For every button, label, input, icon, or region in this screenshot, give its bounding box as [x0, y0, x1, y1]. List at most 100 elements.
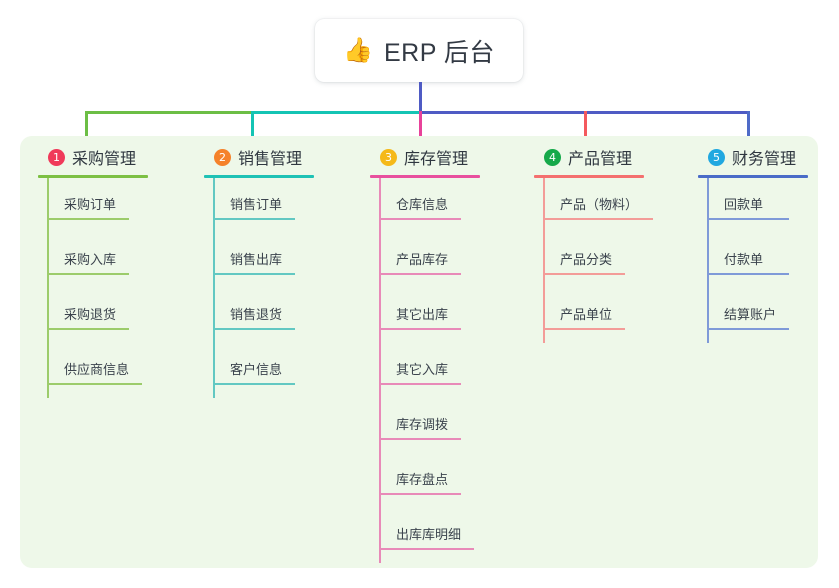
- branch-header-rule-5: [698, 175, 808, 178]
- leaf-rule: [707, 273, 789, 275]
- list-item[interactable]: 采购退货: [38, 288, 188, 343]
- branch-header-rule-2: [204, 175, 314, 178]
- list-item[interactable]: 产品分类: [534, 233, 694, 288]
- branch-trunk-5: [707, 178, 709, 343]
- leaf-label: 产品单位: [560, 307, 613, 322]
- root-stem-line: [419, 82, 422, 114]
- leaf-label: 其它入库: [396, 362, 449, 377]
- branch-trunk-3: [379, 178, 381, 563]
- list-item[interactable]: 采购入库: [38, 233, 188, 288]
- branch-items-3: 仓库信息 产品库存 其它出库 其它入库 库存调拨 库存盘点: [370, 178, 520, 563]
- branch-column-5: 5 财务管理 回款单 付款单 结算账户: [698, 145, 839, 343]
- list-item[interactable]: 回款单: [698, 178, 839, 233]
- leaf-label: 采购订单: [64, 197, 117, 212]
- leaf-label: 出库库明细: [396, 527, 462, 542]
- list-item[interactable]: 销售出库: [204, 233, 354, 288]
- list-item[interactable]: 库存盘点: [370, 453, 520, 508]
- leaf-rule: [213, 218, 295, 220]
- leaf-rule: [707, 218, 789, 220]
- leaf-rule: [213, 383, 295, 385]
- branch-header-2[interactable]: 2 销售管理: [204, 145, 354, 169]
- leaf-label: 仓库信息: [396, 197, 449, 212]
- leaf-rule: [47, 273, 129, 275]
- list-item[interactable]: 仓库信息: [370, 178, 520, 233]
- root-node[interactable]: 👍 ERP 后台: [315, 19, 523, 82]
- branch-trunk-2: [213, 178, 215, 398]
- root-node-content: 👍 ERP 后台: [343, 33, 495, 69]
- thumbs-up-icon: 👍: [343, 36, 373, 64]
- branch-header-4[interactable]: 4 产品管理: [534, 145, 694, 169]
- leaf-label: 客户信息: [230, 362, 283, 377]
- list-item[interactable]: 结算账户: [698, 288, 839, 343]
- branch-header-rule-4: [534, 175, 644, 178]
- leaf-rule: [379, 493, 461, 495]
- branch-badge-2: 2: [214, 148, 231, 166]
- leaf-rule: [379, 438, 461, 440]
- branch-trunk-4: [543, 178, 545, 343]
- branch-header-rule-1: [38, 175, 148, 178]
- list-item[interactable]: 其它入库: [370, 343, 520, 398]
- leaf-rule: [543, 328, 625, 330]
- list-item[interactable]: 付款单: [698, 233, 839, 288]
- list-item[interactable]: 库存调拨: [370, 398, 520, 453]
- leaf-label: 付款单: [724, 252, 764, 267]
- leaf-rule: [213, 273, 295, 275]
- branch-column-3: 3 库存管理 仓库信息 产品库存 其它出库 其它入库 库存调拨: [370, 145, 520, 563]
- root-title: ERP 后台: [383, 38, 495, 67]
- drop-line-col5: [747, 111, 750, 141]
- leaf-rule: [47, 328, 129, 330]
- branch-bus-teal: [251, 111, 421, 114]
- leaf-rule: [47, 218, 129, 220]
- leaf-label: 销售退货: [230, 307, 283, 322]
- branch-header-1[interactable]: 1 采购管理: [38, 145, 188, 169]
- leaf-rule: [543, 273, 625, 275]
- drop-line-col4: [584, 111, 587, 141]
- leaf-label: 产品库存: [396, 252, 449, 267]
- list-item[interactable]: 供应商信息: [38, 343, 188, 398]
- branch-badge-4: 4: [544, 148, 561, 166]
- branch-bus-green: [85, 111, 253, 114]
- leaf-label: 销售出库: [230, 252, 283, 267]
- leaf-rule: [379, 218, 461, 220]
- list-item[interactable]: 采购订单: [38, 178, 188, 233]
- branch-badge-1: 1: [48, 148, 65, 166]
- branch-items-4: 产品（物料） 产品分类 产品单位: [534, 178, 694, 343]
- list-item[interactable]: 销售退货: [204, 288, 354, 343]
- list-item[interactable]: 产品库存: [370, 233, 520, 288]
- branch-title-5: 财务管理: [732, 151, 797, 168]
- leaf-label: 采购入库: [64, 252, 117, 267]
- leaf-label: 库存调拨: [396, 417, 449, 432]
- leaf-label: 库存盘点: [396, 472, 449, 487]
- branch-items-5: 回款单 付款单 结算账户: [698, 178, 839, 343]
- branch-badge-3: 3: [380, 148, 397, 166]
- branch-title-1: 采购管理: [72, 151, 137, 168]
- branch-column-4: 4 产品管理 产品（物料） 产品分类 产品单位: [534, 145, 694, 343]
- content-panel: [20, 136, 818, 568]
- list-item[interactable]: 产品单位: [534, 288, 694, 343]
- leaf-rule: [213, 328, 295, 330]
- drop-line-col2: [251, 111, 254, 141]
- list-item[interactable]: 其它出库: [370, 288, 520, 343]
- branch-column-1: 1 采购管理 采购订单 采购入库 采购退货 供应商信息: [38, 145, 188, 398]
- leaf-rule: [47, 383, 142, 385]
- leaf-label: 产品分类: [560, 252, 613, 267]
- branch-badge-5: 5: [708, 148, 725, 166]
- list-item[interactable]: 客户信息: [204, 343, 354, 398]
- branch-title-4: 产品管理: [568, 151, 633, 168]
- leaf-rule: [379, 548, 474, 550]
- branch-header-3[interactable]: 3 库存管理: [370, 145, 520, 169]
- list-item[interactable]: 出库库明细: [370, 508, 520, 563]
- list-item[interactable]: 销售订单: [204, 178, 354, 233]
- branch-header-5[interactable]: 5 财务管理: [698, 145, 839, 169]
- branch-items-2: 销售订单 销售出库 销售退货 客户信息: [204, 178, 354, 398]
- list-item[interactable]: 产品（物料）: [534, 178, 694, 233]
- leaf-rule: [379, 383, 461, 385]
- leaf-rule: [543, 218, 653, 220]
- leaf-label: 产品（物料）: [560, 197, 639, 212]
- drop-line-col1: [85, 111, 88, 141]
- leaf-label: 销售订单: [230, 197, 283, 212]
- drop-line-col3: [419, 111, 422, 141]
- branch-column-2: 2 销售管理 销售订单 销售出库 销售退货 客户信息: [204, 145, 354, 398]
- branch-trunk-1: [47, 178, 49, 398]
- branch-header-rule-3: [370, 175, 480, 178]
